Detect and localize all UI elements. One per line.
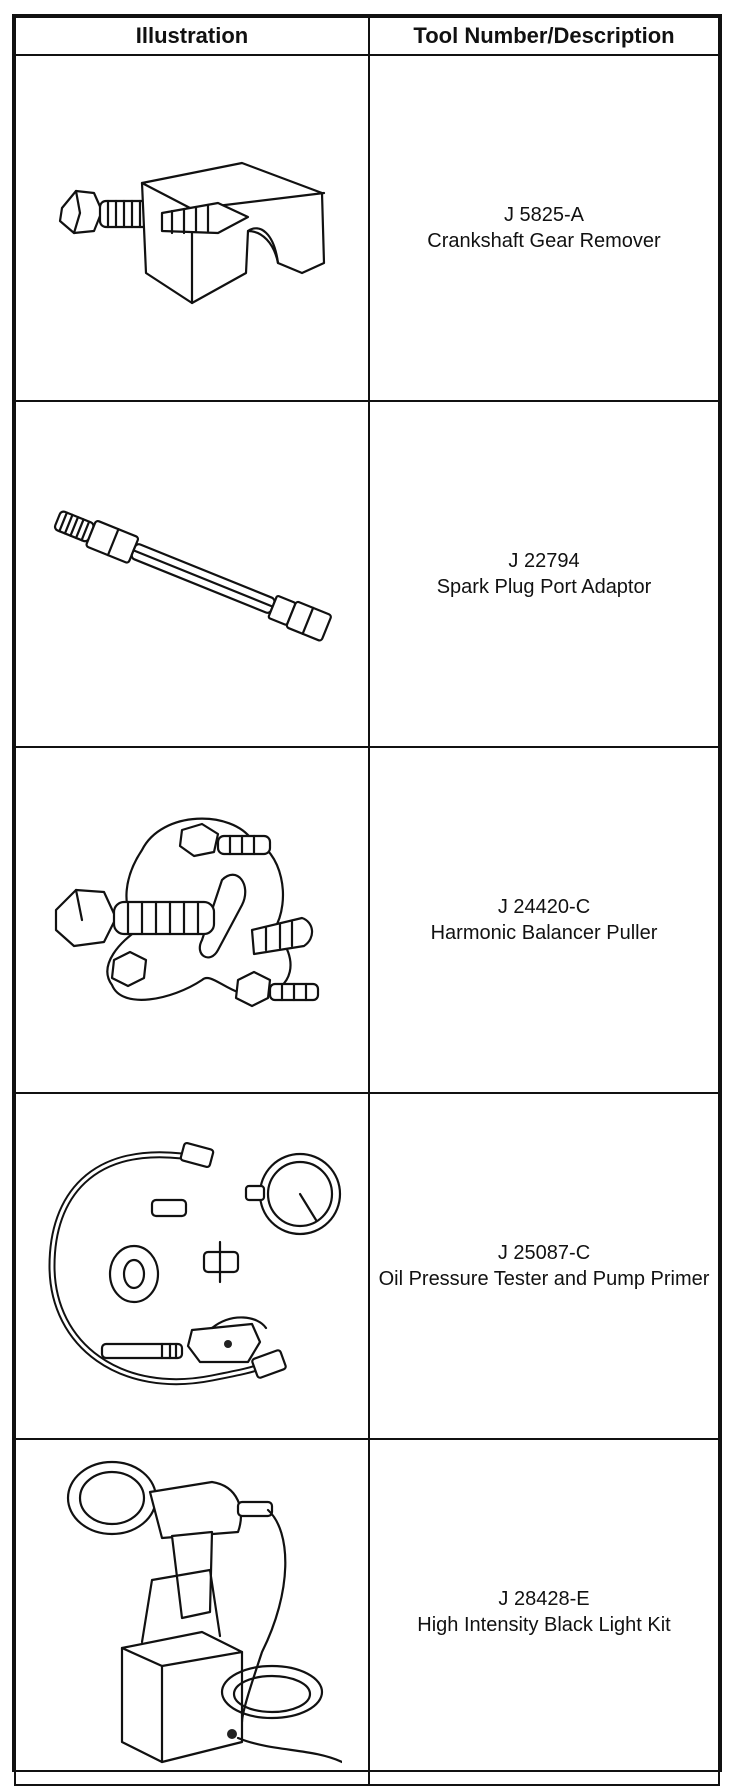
description-cell: J 25087-C Oil Pressure Tester and Pump P… [368, 1092, 720, 1440]
tool-name: Oil Pressure Tester and Pump Primer [378, 1268, 710, 1290]
tool-number: J 28428-E [498, 1588, 590, 1610]
table-row: J 22794 Spark Plug Port Adaptor [14, 400, 720, 748]
special-tools-table: Illustration Tool Number/Description [12, 14, 722, 1786]
description-cell: J 24420-C Harmonic Balancer Puller [368, 746, 720, 1094]
tool-number: J 22794 [508, 550, 580, 572]
gear-remover-illustration [58, 161, 326, 305]
table-row: J 5825-A Crankshaft Gear Remover [14, 54, 720, 402]
tool-name: Spark Plug Port Adaptor [436, 576, 652, 598]
black-light-kit-illustration [66, 1460, 342, 1764]
illustration-cell [14, 1092, 370, 1440]
table-row: J 24420-C Harmonic Balancer Puller [14, 746, 720, 1094]
description-cell: J 22794 Spark Plug Port Adaptor [368, 400, 720, 748]
illustration-cell [14, 54, 370, 402]
tool-number: J 24420-C [497, 896, 591, 918]
balancer-puller-illustration [54, 817, 320, 1008]
tool-number: J 5825-A [503, 204, 585, 226]
header-illustration: Illustration [14, 16, 370, 56]
header-row: Illustration Tool Number/Description [14, 16, 720, 56]
tool-name: Crankshaft Gear Remover [427, 230, 661, 252]
table-row: J 28428-E High Intensity Black Light Kit [14, 1438, 720, 1786]
table-row: J 25087-C Oil Pressure Tester and Pump P… [14, 1092, 720, 1440]
tool-name: High Intensity Black Light Kit [417, 1614, 671, 1636]
description-cell: J 5825-A Crankshaft Gear Remover [368, 54, 720, 402]
illustration-cell [14, 746, 370, 1094]
tool-number: J 25087-C [497, 1242, 591, 1264]
illustration-cell [14, 400, 370, 748]
header-description: Tool Number/Description [368, 16, 720, 56]
oil-pressure-tester-illustration [48, 1141, 342, 1386]
tool-name: Harmonic Balancer Puller [430, 922, 658, 944]
description-cell: J 28428-E High Intensity Black Light Kit [368, 1438, 720, 1786]
spark-plug-adaptor-illustration [53, 510, 332, 642]
illustration-cell [14, 1438, 370, 1786]
tools-table: Illustration Tool Number/Description [14, 16, 720, 1786]
